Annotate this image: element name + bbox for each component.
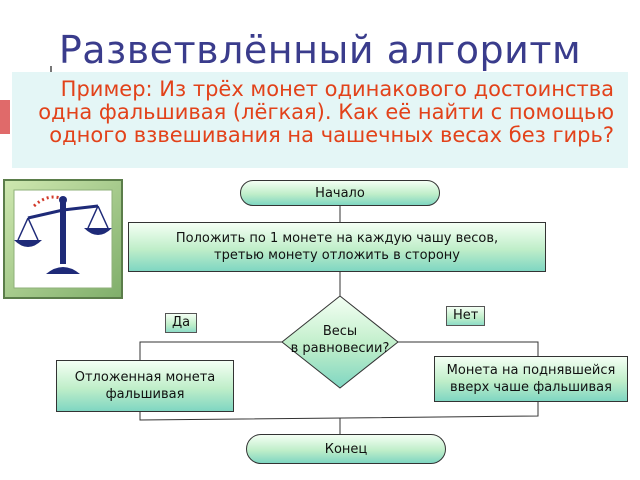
yes-label: Да [165, 313, 198, 333]
example-box: Пример: Из трёх монет одинакового достои… [12, 72, 628, 168]
yes-result-line-2: фальшивая [105, 387, 185, 402]
page-title: Разветвлённый алгоритм [58, 28, 582, 72]
no-result-line-2: вверх чаше фальшивая [450, 380, 612, 395]
action-line-2: третью монету отложить в сторону [214, 248, 460, 263]
action-node: Положить по 1 монете на каждую чашу весо… [128, 222, 546, 272]
end-node: Конец [246, 434, 446, 464]
decision-line-1: Весы [322, 324, 358, 339]
accent-bar [0, 100, 10, 134]
decision-line-2: в равновесии? [290, 341, 390, 356]
start-node: Начало [240, 180, 440, 206]
balance-scale-icon [2, 178, 124, 304]
divider-tick [50, 66, 52, 76]
decision-text: Весы в равновесии? [280, 323, 400, 357]
start-label: Начало [315, 185, 365, 201]
action-line-1: Положить по 1 монете на каждую чашу весо… [175, 231, 499, 246]
decision-diamond [281, 295, 399, 389]
yes-result-line-1: Отложенная монета [74, 370, 216, 385]
no-result-line-1: Монета на поднявшейся [446, 363, 616, 378]
yes-result-node: Отложенная монета фальшивая [56, 360, 234, 412]
example-text: Пример: Из трёх монет одинакового достои… [38, 77, 614, 147]
no-result-node: Монета на поднявшейся вверх чаше фальшив… [434, 356, 628, 402]
end-label: Конец [324, 441, 368, 457]
no-label: Нет [446, 306, 486, 326]
